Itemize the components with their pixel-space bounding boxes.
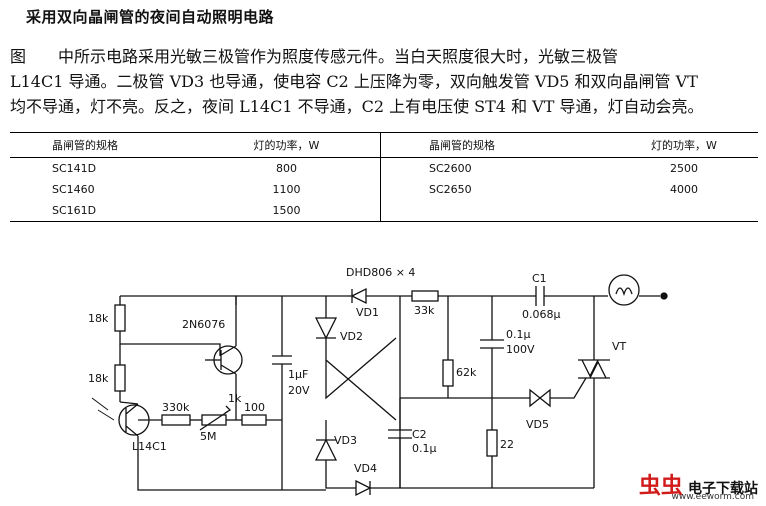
table-row: SC161D 1500 xyxy=(10,200,758,222)
label-vd4: VD4 xyxy=(354,462,377,475)
thyristor-spec-table: 晶闸管的规格 灯的功率，W 晶闸管的规格 灯的功率，W SC141D 800 S… xyxy=(10,132,758,222)
table-cell xyxy=(380,200,610,222)
label-62k: 62k xyxy=(456,366,477,379)
label-c2: C2 xyxy=(412,428,427,441)
body-paragraph: 图 中所示电路采用光敏三极管作为照度传感元件。当白天照度很大时，光敏三极管 L1… xyxy=(10,44,758,119)
label-2n6076: 2N6076 xyxy=(182,318,225,331)
table-cell: 1500 xyxy=(193,200,381,222)
table-header: 晶闸管的规格 xyxy=(380,132,610,158)
table-row: SC1460 1100 SC2650 4000 xyxy=(10,179,758,200)
label-vd2: VD2 xyxy=(340,330,363,343)
diode-vd1 xyxy=(350,287,400,305)
label-18k-bottom: 18k xyxy=(88,372,109,385)
label-c-0.1u: 0.1μ xyxy=(506,328,531,341)
table-cell: SC141D xyxy=(52,162,97,175)
table-cell: 4000 xyxy=(670,183,698,196)
ac-terminal xyxy=(660,292,668,300)
label-100: 100 xyxy=(244,401,265,414)
table-row: SC141D 800 SC2600 2500 xyxy=(10,157,758,179)
label-1uf: 1μF xyxy=(288,368,308,381)
light-arrows xyxy=(91,397,115,421)
label-5m: 5M xyxy=(200,430,217,443)
label-22: 22 xyxy=(500,438,514,451)
label-c2-value: 0.1μ xyxy=(412,442,437,455)
table-header: 晶闸管的规格 xyxy=(10,132,193,158)
label-vd1: VD1 xyxy=(356,306,379,319)
triac-vt xyxy=(578,296,610,488)
table-cell: 800 xyxy=(276,162,297,175)
table-cell: SC161D xyxy=(10,200,193,222)
label-c-100v: 100V xyxy=(506,343,535,356)
table-cell: 2500 xyxy=(670,162,698,175)
table-header-row: 晶闸管的规格 灯的功率，W 晶闸管的规格 灯的功率，W xyxy=(10,132,758,158)
lamp xyxy=(608,274,640,306)
table-cell: SC2600 xyxy=(380,157,610,179)
label-33k: 33k xyxy=(414,304,435,317)
label-l14c1: L14C1 xyxy=(132,440,167,453)
table-cell: 1100 xyxy=(272,183,301,196)
label-330k: 330k xyxy=(162,401,190,414)
paragraph-line-3: 均不导通，灯不亮。反之，夜间 L14C1 不导通，C2 上有电压使 ST4 和 … xyxy=(10,97,704,116)
table-cell: SC1460 xyxy=(52,183,95,196)
label-vd5: VD5 xyxy=(526,418,549,431)
table-cell: SC2650 xyxy=(380,179,610,200)
table-header: 灯的功率，W xyxy=(610,132,758,158)
label-c1: C1 xyxy=(532,272,547,285)
label-bridge: DHD806 × 4 xyxy=(346,266,415,279)
paragraph-line-2: L14C1 导通。二极管 VD3 也导通，使电容 C2 上压降为零，双向触发管 … xyxy=(10,72,698,91)
watermark: 虫虫 电子下载站 www.eeworm.com xyxy=(638,468,758,502)
label-20v: 20V xyxy=(288,384,310,397)
page-title: 采用双向晶闸管的夜间自动照明电路 xyxy=(26,8,275,26)
table-cell xyxy=(610,200,758,222)
watermark-logo: 虫虫 xyxy=(638,474,683,499)
label-1k: 1k xyxy=(228,392,242,405)
diode-vd4 xyxy=(355,479,400,497)
label-vt: VT xyxy=(612,340,627,353)
watermark-url: www.eeworm.com xyxy=(671,492,754,502)
label-c1-value: 0.068μ xyxy=(522,308,561,321)
paragraph-line-1: 图 中所示电路采用光敏三极管作为照度传感元件。当白天照度很大时，光敏三极管 xyxy=(10,47,619,66)
diac-vd5 xyxy=(526,377,587,408)
watermark-site: 电子下载站 xyxy=(688,481,758,497)
table-header: 灯的功率，W xyxy=(193,132,381,158)
label-vd3: VD3 xyxy=(334,434,357,447)
label-18k-top: 18k xyxy=(88,312,109,325)
